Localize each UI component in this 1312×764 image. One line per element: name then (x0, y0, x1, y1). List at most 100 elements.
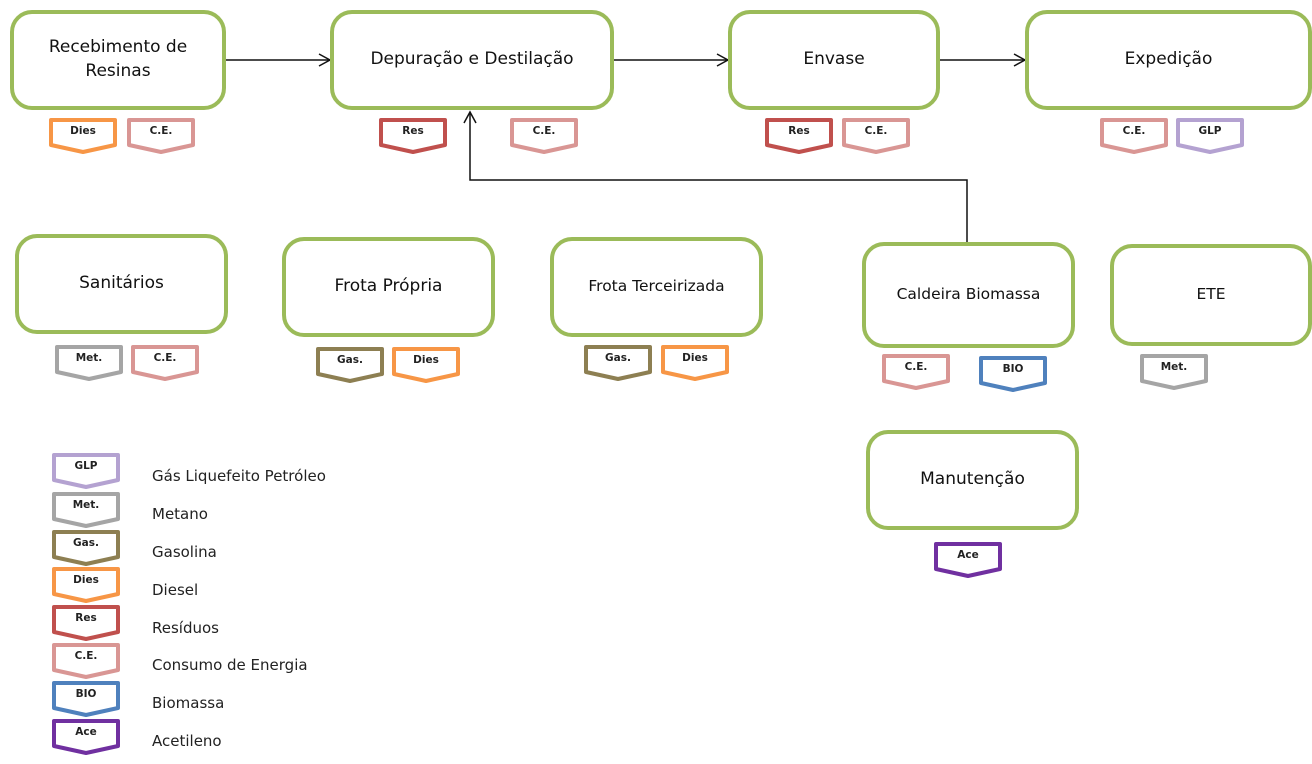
legend-label-ace: Acetileno (152, 732, 222, 750)
legend-label-met: Metano (152, 505, 208, 523)
legend-swatch-ce: C.E. (50, 642, 122, 680)
legend-label-ce: Consumo de Energia (152, 656, 308, 674)
tag-shape (127, 118, 195, 154)
tag-shape (52, 453, 120, 489)
tag-ce: C.E. (880, 353, 952, 391)
process-expedicao: Expedição (1025, 10, 1312, 110)
tag-ce: C.E. (125, 117, 197, 155)
tag-label: Res (788, 125, 810, 137)
tag-label: Ace (957, 549, 979, 561)
tag-gas: Gas. (582, 344, 654, 382)
tag-glp: GLP (1174, 117, 1246, 155)
tag-label: Dies (682, 352, 708, 364)
process-label: Recebimento de Resinas (48, 37, 188, 81)
tag-shape (1176, 118, 1244, 154)
tag-shape (842, 118, 910, 154)
process-label: Depuração e Destilação (370, 49, 574, 70)
tag-label: Met. (1160, 361, 1188, 373)
tag-shape (52, 567, 120, 603)
process-label: Sanitários (79, 273, 164, 294)
tag-shape (52, 643, 120, 679)
process-label: Frota Terceirizada (588, 277, 725, 296)
tag-label: Dies (73, 574, 99, 586)
tag-label: C.E. (532, 125, 556, 137)
process-depuracao: Depuração e Destilação (330, 10, 614, 110)
process-manutencao: Manutenção (866, 430, 1079, 530)
tag-shape (316, 347, 384, 383)
legend-swatch-res: Res (50, 604, 122, 642)
tag-shape (52, 530, 120, 566)
legend-swatch-dies: Dies (50, 566, 122, 604)
tag-label: Met. (75, 352, 103, 364)
tag-gas: Gas. (314, 346, 386, 384)
legend-label-res: Resíduos (152, 619, 219, 637)
tag-label: BIO (75, 688, 97, 700)
tag-label: C.E. (864, 125, 888, 137)
legend-swatch-glp: GLP (50, 452, 122, 490)
process-caldeira: Caldeira Biomassa (862, 242, 1075, 348)
tag-shape (510, 118, 578, 154)
tag-shape (584, 345, 652, 381)
process-sanitarios: Sanitários (15, 234, 228, 334)
legend-label-dies: Diesel (152, 581, 199, 599)
arrow-caldeira-depuracao (463, 110, 968, 242)
process-label: Expedição (1124, 49, 1213, 70)
tag-label: BIO (1002, 363, 1024, 375)
tag-shape (52, 492, 120, 528)
tag-shape (765, 118, 833, 154)
tag-ace: Ace (932, 541, 1004, 579)
process-label: Envase (803, 49, 865, 70)
process-recebimento: Recebimento de Resinas (10, 10, 226, 110)
tag-label: Ace (75, 726, 97, 738)
process-label: Manutenção (920, 469, 1025, 490)
tag-label: GLP (1198, 125, 1222, 137)
tag-label: GLP (74, 460, 98, 472)
tag-shape (52, 681, 120, 717)
process-frota-terceirizada: Frota Terceirizada (550, 237, 763, 337)
tag-shape (379, 118, 447, 154)
tag-shape (1100, 118, 1168, 154)
tag-label: Gas. (605, 352, 631, 364)
tag-ce: C.E. (129, 344, 201, 382)
tag-ce: C.E. (840, 117, 912, 155)
tag-ce: C.E. (508, 117, 580, 155)
tag-met: Met. (1138, 353, 1210, 391)
tag-shape (882, 354, 950, 390)
process-label: Frota Própria (334, 276, 443, 297)
tag-shape (661, 345, 729, 381)
tag-shape (979, 356, 1047, 392)
legend-swatch-bio: BIO (50, 680, 122, 718)
tag-label: Gas. (73, 537, 99, 549)
tag-label: C.E. (904, 361, 928, 373)
tag-label: Dies (70, 125, 96, 137)
legend-label-bio: Biomassa (152, 694, 225, 712)
tag-dies: Dies (390, 346, 462, 384)
legend-label-glp: Gás Liquefeito Petróleo (152, 467, 326, 485)
legend-label-gas: Gasolina (152, 543, 217, 561)
tag-label: Met. (72, 499, 100, 511)
tag-shape (55, 345, 123, 381)
tag-bio: BIO (977, 355, 1049, 393)
tag-label: Gas. (337, 354, 363, 366)
tag-res: Res (377, 117, 449, 155)
tag-shape (1140, 354, 1208, 390)
tag-label: C.E. (74, 650, 98, 662)
tag-label: C.E. (153, 352, 177, 364)
tag-ce: C.E. (1098, 117, 1170, 155)
process-ete: ETE (1110, 244, 1312, 346)
tag-shape (49, 118, 117, 154)
process-label: ETE (1196, 285, 1226, 304)
legend-swatch-gas: Gas. (50, 529, 122, 567)
tag-res: Res (763, 117, 835, 155)
process-label: Caldeira Biomassa (896, 285, 1041, 304)
tag-met: Met. (53, 344, 125, 382)
tag-label: Dies (413, 354, 439, 366)
tag-label: Res (75, 612, 97, 624)
legend-swatch-ace: Ace (50, 718, 122, 756)
tag-shape (131, 345, 199, 381)
tag-label: C.E. (149, 125, 173, 137)
tag-label: C.E. (1122, 125, 1146, 137)
process-envase: Envase (728, 10, 940, 110)
tag-shape (934, 542, 1002, 578)
